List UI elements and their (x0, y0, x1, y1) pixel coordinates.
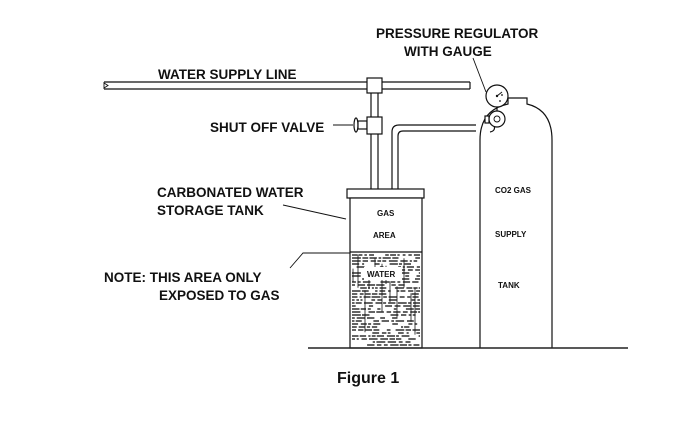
regulator-body (488, 110, 506, 128)
tee-fitting (366, 77, 383, 94)
regulator-leader-line (472, 57, 487, 93)
water-supply-line-label: WATER SUPPLY LINE (158, 67, 297, 82)
shut-off-valve-label: SHUT OFF VALVE (210, 120, 324, 135)
note-leader-line (289, 252, 350, 269)
valve-handle-icon (353, 117, 359, 133)
storage-tank-label-line1: CARBONATED WATER (157, 185, 304, 200)
storage-tank-leader-line (282, 204, 347, 220)
shut-off-valve (333, 116, 383, 135)
pressure-regulator-label-line1: PRESSURE REGULATOR (376, 26, 539, 41)
supply-label: SUPPLY (495, 230, 527, 239)
pressure-regulator (484, 84, 509, 133)
water-supply-pipe (103, 81, 471, 90)
water-hatching (352, 254, 420, 346)
carbonated-water-storage-tank (346, 188, 425, 349)
figure-caption: Figure 1 (337, 370, 399, 387)
tank-lid (346, 188, 425, 199)
gas-label: GAS (377, 209, 395, 218)
co2-gas-label: CO2 GAS (495, 186, 532, 195)
vertical-water-pipe (370, 93, 379, 189)
storage-tank-label-line2: STORAGE TANK (157, 203, 264, 218)
water-label: WATER (367, 270, 396, 279)
co2-gas-supply-tank (479, 97, 553, 348)
note-label-line1: NOTE: THIS AREA ONLY (104, 270, 262, 285)
tank-label: TANK (498, 281, 520, 290)
pressure-regulator-label-line2: WITH GAUGE (404, 44, 492, 59)
note-label-line2: EXPOSED TO GAS (159, 288, 280, 303)
water-label-bg (364, 267, 402, 280)
area-label: AREA (373, 231, 396, 240)
co2-gas-line (391, 124, 476, 189)
